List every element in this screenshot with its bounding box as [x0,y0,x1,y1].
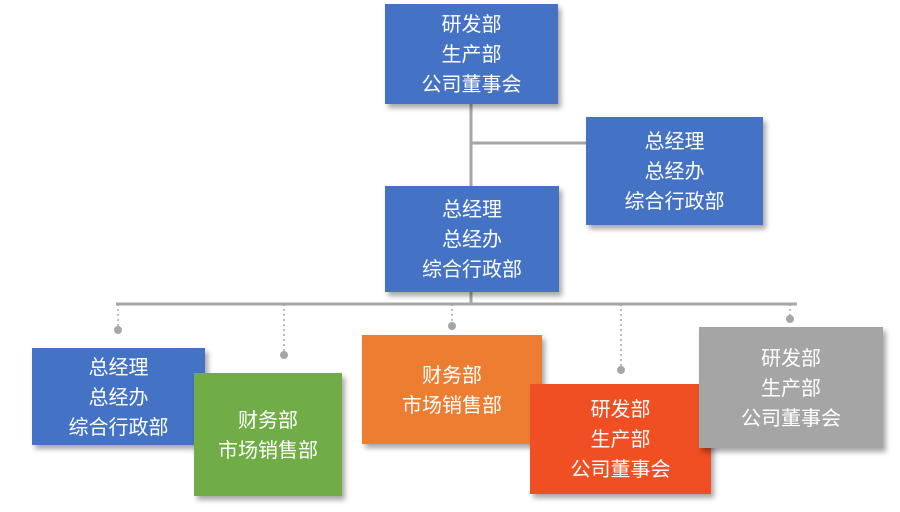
node-child-1-line-1: 总经理 [88,354,149,379]
node-middle-line-2: 总经办 [442,227,502,251]
node-child-5-line-2: 生产部 [761,375,821,400]
drop-dot-child1 [114,326,122,334]
drop-dot-child3 [448,322,456,330]
node-top-line-1: 研发部 [441,12,502,36]
node-child-5: 研发部 生产部 公司董事会 [699,327,883,448]
node-child-4-line-2: 生产部 [590,427,651,451]
node-child-5-line-3: 公司董事会 [741,405,841,430]
drop-dot-child4 [617,366,625,374]
node-child-4-line-1: 研发部 [590,397,651,421]
node-child-2: 财务部 市场销售部 [194,373,342,496]
node-child-2-line-2: 市场销售部 [218,437,318,462]
node-child-1-line-2: 总经办 [88,384,149,409]
node-assistant: 总经理 总经办 综合行政部 [586,117,763,225]
node-assistant-line-3: 综合行政部 [624,189,725,213]
node-child-1: 总经理 总经办 综合行政部 [32,348,205,445]
node-middle: 总经理 总经办 综合行政部 [385,186,559,292]
drop-dot-child2 [280,351,288,359]
node-middle-line-1: 总经理 [442,197,502,221]
node-child-3-line-2: 市场销售部 [402,392,502,417]
node-child-2-line-1: 财务部 [238,407,298,432]
node-child-3: 财务部 市场销售部 [362,335,542,444]
node-middle-line-3: 综合行政部 [422,257,522,281]
node-top-line-2: 生产部 [441,42,502,66]
drop-dot-child5 [786,315,794,323]
node-child-5-line-1: 研发部 [761,345,821,370]
node-top-line-3: 公司董事会 [421,72,522,96]
node-child-4-line-3: 公司董事会 [570,457,671,481]
node-child-4: 研发部 生产部 公司董事会 [530,384,711,494]
node-child-3-line-1: 财务部 [422,362,482,387]
node-child-1-line-3: 综合行政部 [68,414,169,439]
node-assistant-line-1: 总经理 [644,129,705,153]
node-assistant-line-2: 总经办 [644,159,705,183]
node-top: 研发部 生产部 公司董事会 [385,4,558,104]
